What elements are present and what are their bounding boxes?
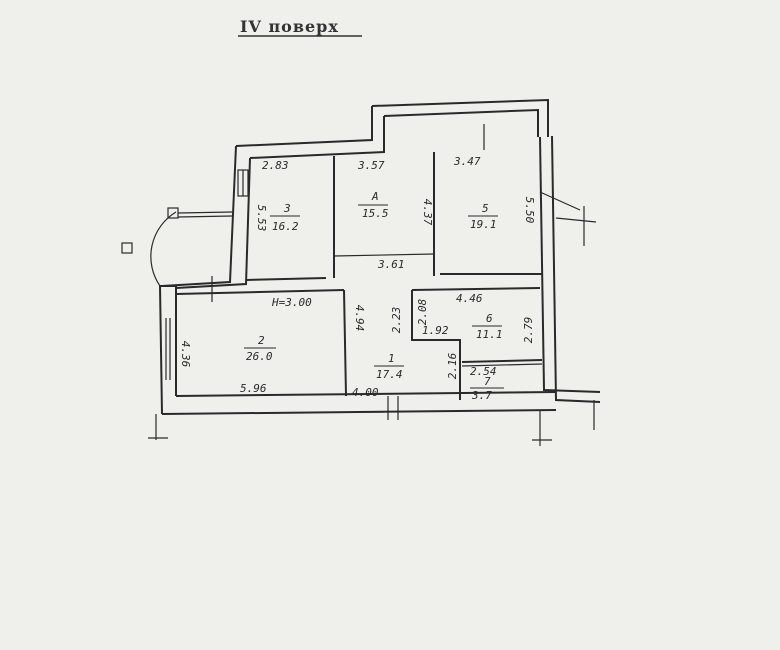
dim-r2-bottom: 5.96	[240, 382, 267, 395]
dim-r1-d: 2.16	[446, 352, 459, 379]
dim-ra-side: 4.37	[421, 199, 434, 226]
room-area: 3.7	[471, 389, 492, 402]
dim-r3-side: 5.53	[255, 205, 268, 232]
room-3-label: 3 16.2	[270, 202, 300, 233]
balcony	[121, 169, 249, 287]
room-number: 2	[258, 334, 265, 347]
room-A-label: A 15.5	[358, 190, 389, 220]
room-area: 17.4	[376, 368, 403, 381]
dim-r1-c: 2.08	[416, 298, 429, 325]
dim-corridor-top: 3.61	[377, 258, 405, 271]
room-area: 15.5	[362, 207, 389, 220]
dim-r1-a: 2.23	[390, 307, 403, 334]
height-note: H=3.00	[271, 296, 312, 309]
dim-r1-bottom: 4.00	[352, 386, 379, 399]
plan-title: IV поверх	[240, 17, 339, 36]
dim-r5-top: 3.47	[453, 155, 481, 168]
dim-r6-side: 2.79	[522, 317, 535, 344]
room-7-label: 7 3.7	[470, 375, 504, 402]
room-number: 6	[486, 312, 493, 325]
dim-r1-side: 4.94	[353, 305, 366, 332]
room-area: 16.2	[272, 220, 299, 233]
dim-r7-top: 2.54	[470, 365, 497, 378]
room-number: 5	[482, 202, 489, 215]
dim-r3-top: 2.83	[262, 159, 289, 172]
outer-walls	[158, 98, 601, 415]
room-area: 19.1	[470, 218, 497, 231]
dim-r2-side: 4.36	[179, 341, 192, 368]
room-6-label: 6 11.1	[472, 312, 503, 341]
room-area: 11.1	[476, 328, 503, 341]
room-number: 3	[283, 202, 291, 215]
room-number: A	[371, 190, 379, 203]
dim-ra-top: 3.57	[357, 159, 385, 172]
room-number: 1	[388, 352, 395, 365]
dim-r1-b: 1.92	[422, 324, 449, 337]
room-number: 7	[484, 375, 491, 388]
room-1-label: 1 17.4	[374, 352, 404, 381]
dimension-labels: 2.83 5.53 3.57 4.37 3.47 5.50 3.61 4.36 …	[179, 155, 536, 399]
dim-r6-top: 4.46	[456, 292, 483, 305]
room-2-label: 2 26.0	[244, 334, 276, 363]
room-5-label: 5 19.1	[468, 202, 498, 231]
room-area: 26.0	[246, 350, 273, 363]
interior-walls	[148, 124, 597, 446]
dim-r5-side: 5.50	[523, 197, 536, 224]
